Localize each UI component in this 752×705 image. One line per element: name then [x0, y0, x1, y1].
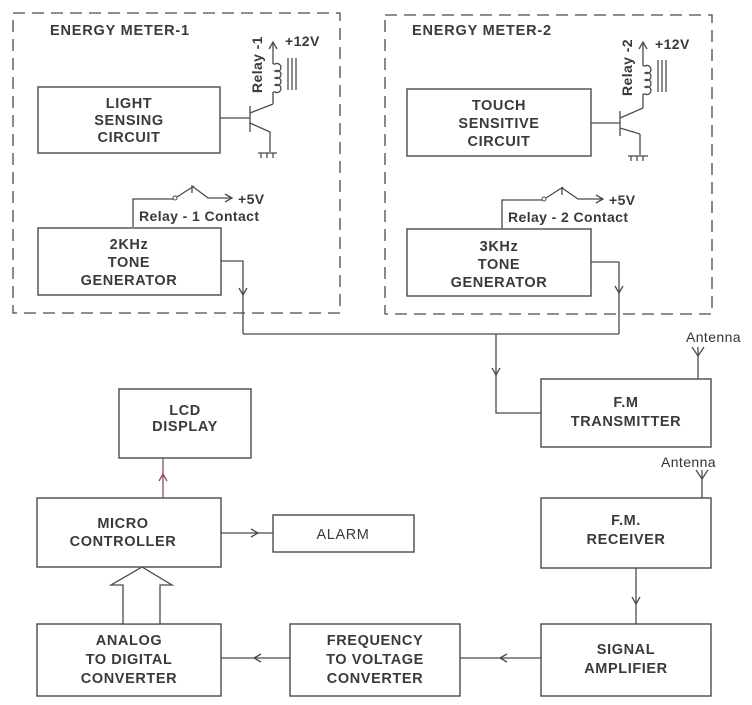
svg-text:SIGNAL: SIGNAL — [597, 642, 655, 658]
svg-text:SENSITIVE: SENSITIVE — [458, 116, 539, 132]
supply-12v-label-2: +12V — [655, 36, 690, 52]
relay-1-coil-icon — [268, 40, 297, 104]
svg-text:FREQUENCY: FREQUENCY — [327, 633, 423, 649]
tone-combiner-wires — [221, 260, 624, 414]
svg-text:3KHz: 3KHz — [480, 239, 519, 255]
relay-2-coil-label: Relay -2 — [619, 39, 635, 96]
svg-text:ANALOG: ANALOG — [96, 633, 162, 649]
svg-text:LIGHT: LIGHT — [106, 96, 153, 112]
energy-meter-1-border — [12, 12, 341, 314]
relay-1-contact-label: Relay - 1 Contact — [139, 208, 259, 224]
energy-meter-2-group: ENERGY METER-2 TOUCH SENSITIVE CIRCUIT — [384, 14, 713, 315]
analog-to-digital-converter-block: ANALOG TO DIGITAL CONVERTER — [36, 623, 222, 697]
microcontroller-block: MICRO CONTROLLER — [36, 497, 222, 568]
energy-meter-2-title: ENERGY METER-2 — [412, 23, 552, 39]
supply-5v-label-2: +5V — [609, 192, 636, 208]
svg-text:GENERATOR: GENERATOR — [451, 275, 548, 291]
svg-text:CIRCUIT: CIRCUIT — [468, 134, 531, 150]
supply-12v-label-1: +12V — [285, 33, 320, 49]
svg-text:CIRCUIT: CIRCUIT — [98, 130, 161, 146]
svg-text:AMPLIFIER: AMPLIFIER — [584, 661, 668, 677]
energy-meter-1-group: ENERGY METER-1 LIGHT SENSING CIRCUIT — [12, 12, 341, 314]
svg-text:F.M.: F.M. — [611, 513, 641, 529]
receiver-antenna-label: Antenna — [661, 454, 716, 470]
energy-meter-1-title: ENERGY METER-1 — [50, 23, 190, 39]
tone-generator-3khz-block: 3KHz TONE GENERATOR — [406, 228, 592, 297]
relay-2-contact-switch-icon — [501, 186, 605, 229]
relay-1-driver-transistor-icon — [220, 103, 277, 158]
svg-text:CONVERTER: CONVERTER — [327, 671, 423, 687]
frequency-to-voltage-converter-block: FREQUENCY TO VOLTAGE CONVERTER — [289, 623, 461, 697]
energy-meter-2-border — [384, 14, 713, 315]
supply-5v-label-1: +5V — [238, 191, 265, 207]
receiver-antenna-icon — [695, 469, 709, 498]
svg-text:RECEIVER: RECEIVER — [587, 532, 666, 548]
svg-text:MICRO: MICRO — [97, 516, 148, 532]
relay-2-contact-label: Relay - 2 Contact — [508, 209, 628, 225]
fm-receiver-block: F.M. RECEIVER — [540, 497, 712, 569]
relay-1-coil-label: Relay -1 — [249, 36, 265, 93]
svg-text:TONE: TONE — [108, 255, 150, 271]
svg-text:DISPLAY: DISPLAY — [152, 419, 218, 435]
svg-text:TO VOLTAGE: TO VOLTAGE — [326, 652, 424, 668]
alarm-block: ALARM — [272, 514, 415, 553]
relay-1-contact-switch-icon — [132, 184, 234, 227]
light-sensing-circuit-block: LIGHT SENSING CIRCUIT — [37, 86, 221, 154]
svg-text:CONVERTER: CONVERTER — [81, 671, 177, 687]
svg-text:SENSING: SENSING — [94, 113, 163, 129]
svg-text:TONE: TONE — [478, 257, 520, 273]
tone-generator-2khz-block: 2KHz TONE GENERATOR — [37, 227, 222, 296]
svg-text:CONTROLLER: CONTROLLER — [70, 534, 177, 550]
relay-2-driver-transistor-icon — [591, 107, 648, 161]
svg-text:TRANSMITTER: TRANSMITTER — [571, 414, 682, 430]
svg-text:GENERATOR: GENERATOR — [81, 273, 178, 289]
transmitter-antenna-label: Antenna — [686, 329, 741, 345]
svg-text:ALARM: ALARM — [317, 527, 370, 543]
lcd-display-block: LCD DISPLAY — [118, 388, 252, 459]
touch-sensitive-circuit-block: TOUCH SENSITIVE CIRCUIT — [406, 88, 592, 157]
svg-text:F.M: F.M — [613, 395, 638, 411]
bus-arrow-icon — [108, 566, 175, 625]
transmitter-antenna-icon — [691, 346, 705, 379]
svg-text:LCD: LCD — [169, 403, 201, 419]
signal-amplifier-block: SIGNAL AMPLIFIER — [540, 623, 712, 697]
svg-text:TO DIGITAL: TO DIGITAL — [86, 652, 173, 668]
svg-text:2KHz: 2KHz — [110, 237, 149, 253]
fm-transmitter-block: F.M TRANSMITTER — [540, 378, 712, 448]
svg-text:TOUCH: TOUCH — [472, 98, 526, 114]
relay-2-coil-icon — [638, 40, 667, 108]
